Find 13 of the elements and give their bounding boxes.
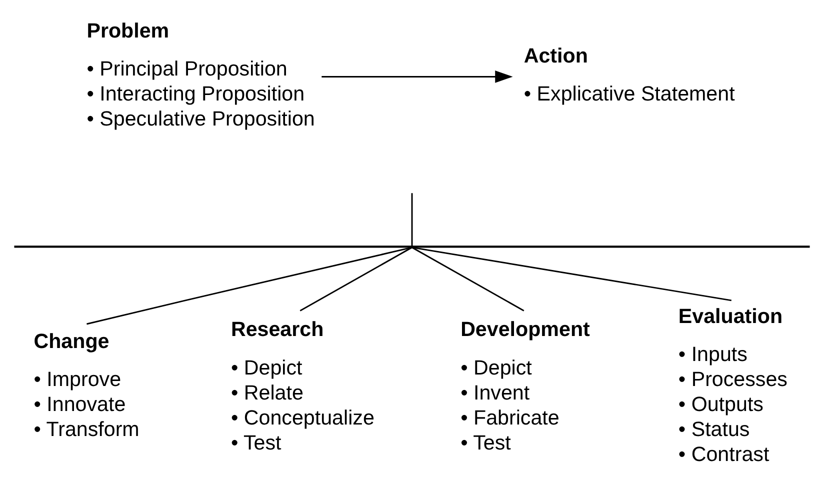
node-text: Change • Improve • Innovate • Transform bbox=[34, 330, 140, 442]
connector bbox=[300, 246, 412, 312]
node-text: Action • Explicative Statement bbox=[524, 44, 735, 106]
node-text: Research • Depict • Relate • Conceptualize • Test bbox=[230, 318, 374, 454]
connector bbox=[412, 246, 732, 302]
arrow bbox=[322, 70, 513, 83]
node-bar bbox=[14, 246, 810, 248]
connector bbox=[412, 246, 524, 312]
connector bbox=[411, 193, 413, 246]
node-text: Development • Depict • Invent • Fabricate • Test bbox=[460, 318, 590, 454]
connector bbox=[86, 246, 412, 325]
node-text: Evaluation • Inputs • Processes • Outputs • Status • Contrast bbox=[678, 304, 788, 466]
node-text: Problem • Principal Proposition • Interacting Proposition • Speculative Proposition bbox=[86, 19, 315, 131]
